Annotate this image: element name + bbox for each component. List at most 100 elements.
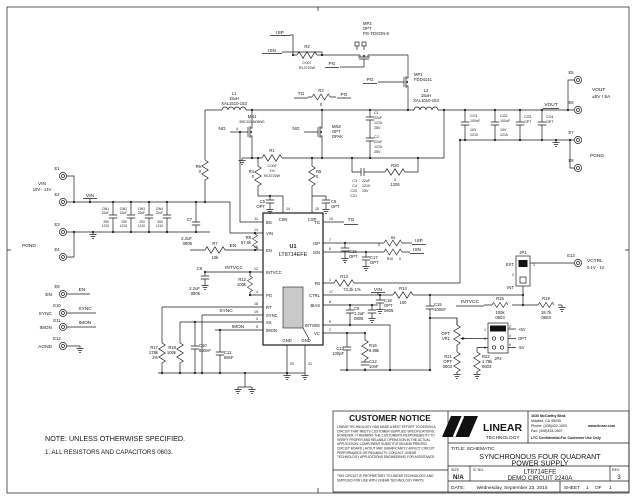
flag-vin-fb: VIN — [374, 287, 383, 293]
label-L2-part: XAL1010-153 — [413, 98, 439, 103]
label-MN1-part: BSC034N06NS — [240, 120, 266, 124]
u1-pin-rt: RT — [266, 305, 272, 310]
terminal-E3 — [59, 228, 67, 236]
u1-pin-ctrl: CTRL — [309, 293, 321, 298]
label-E13: E13 — [567, 253, 575, 258]
label-R2: R2 — [304, 44, 310, 49]
label-MN1: MN1 — [248, 114, 258, 119]
label-C3-v: 22uF — [362, 179, 371, 183]
flag-vin-rail: VIN — [86, 193, 95, 199]
flag-tg-left: TG — [298, 91, 305, 97]
sheet-of-number: 1 — [609, 485, 612, 491]
label-en-port: EN — [45, 292, 52, 298]
label-L1-value: 15uH — [229, 96, 239, 101]
terminal-E6 — [574, 106, 582, 114]
label-CIN1: CIN1 — [102, 207, 109, 211]
flag-isn-top: ISN — [268, 48, 277, 54]
u1-num-pg: 4 — [256, 290, 258, 294]
label-CIN3-vr: 25V — [139, 220, 146, 224]
u1-num-rt: 18 — [254, 302, 258, 306]
u1-num-intvee: 9 — [329, 320, 331, 324]
u1-pin-fb: FB — [315, 281, 321, 286]
notice-line: APPLICATION. COMPONENT SUBSTITUTION AND … — [337, 442, 428, 446]
u1-ref: U1 — [290, 244, 297, 250]
terminal-E13 — [574, 259, 582, 267]
label-C3-pkg: 1210 — [362, 184, 370, 188]
proprietary-line: SUPPLIED FOR USE WITH LINEAR TECHNOLOGY … — [337, 479, 425, 483]
label-C4: C4 — [352, 184, 357, 188]
flag-ng-mn2: NG — [292, 126, 299, 132]
flag-sync-e10: SYNC — [78, 306, 92, 312]
label-MN2: MN2 — [332, 124, 342, 129]
mosfet-MP2 — [353, 54, 375, 64]
resistor-R15 — [491, 302, 509, 308]
ground-icon — [89, 231, 97, 239]
u1-num-imon: 5 — [256, 325, 258, 329]
flag-pg-mp1: PG — [367, 77, 374, 83]
brand-technology: TECHNOLOGY — [486, 435, 520, 441]
u1-num-ss: 3 — [256, 317, 258, 321]
capacitor-C7 — [191, 221, 201, 226]
u1-num-csp: 15 — [315, 207, 319, 211]
u1-pin-bias: BIAS — [310, 303, 320, 308]
label-CO3: CO3 — [524, 115, 531, 119]
sheet-of-label: OF — [595, 485, 602, 491]
flag-vout: VOUT — [544, 102, 557, 108]
rev-label: REV. — [612, 468, 620, 472]
size-value: N/A — [453, 474, 464, 481]
ground-icon — [473, 371, 481, 379]
label-CIN4-pkg: 1210 — [156, 224, 163, 228]
label-R21: R21 — [444, 354, 452, 359]
terminal-E11 — [59, 323, 67, 331]
label-R22: R22 — [482, 354, 490, 359]
label-R12-v: 100k — [237, 282, 247, 287]
label-C15-v: 100nF — [434, 307, 446, 312]
u1-pin-isn: ISN — [313, 250, 320, 255]
label-E8: E8 — [568, 158, 574, 163]
label-C21: C21 — [350, 194, 357, 198]
inductor-L2 — [413, 106, 439, 111]
label-R16: R16 — [369, 343, 377, 348]
date-row: DATE: Wednesday, September 23, 2015 SHEE… — [451, 485, 612, 491]
label-vin-port: VIN — [38, 181, 47, 187]
label-R7-v: 10k — [212, 255, 220, 260]
label-R8: R8 — [246, 235, 252, 240]
label-R13: R13 — [340, 274, 348, 279]
u1-num-bg: 11 — [254, 217, 258, 221]
label-C8-pkg: 0805 — [191, 291, 201, 296]
capacitor-C18 — [375, 299, 385, 304]
capacitor-C10 — [190, 345, 200, 350]
icno-demo: DEMO CIRCUIT 2240A — [508, 475, 574, 482]
capacitor-CIN2 — [126, 214, 136, 219]
capacitor-C17 — [361, 256, 371, 261]
label-R10-v: 0 — [399, 257, 401, 261]
label-C2-vr: 25V — [374, 150, 381, 154]
label-R15: R15 — [496, 296, 504, 301]
label-E5: E5 — [568, 70, 574, 75]
u1-pin-pg: PG — [266, 293, 272, 298]
label-C1-vr: 25V — [374, 126, 381, 130]
label-C16-opt: OPT — [349, 254, 358, 259]
jumper-jp1: JP1 EXT INT 1 2 — [506, 250, 535, 290]
u1-num-sync: 19 — [254, 310, 258, 314]
u1-pin-vin: VIN — [266, 231, 273, 236]
capacitor-C1 — [365, 116, 375, 121]
mosfet-MN2 — [313, 121, 323, 143]
label-R17-v: 178k — [149, 350, 159, 355]
label-R2-pkg: RL3720W — [299, 66, 316, 70]
linear-logo: LINEAR TECHNOLOGY — [442, 415, 523, 441]
label-CIN3-v: 22uF — [138, 211, 145, 215]
label-C6-opt: OPT — [331, 204, 340, 209]
note-title: NOTE: UNLESS OTHERWISE SPECIFIED. — [45, 434, 185, 443]
label-JP2: JP2 — [494, 356, 502, 361]
label-jp2-pin5: 5 — [484, 346, 486, 350]
u1-pin-intvcc: INTVCC — [266, 270, 282, 275]
label-CIN3: CIN3 — [138, 207, 145, 211]
label-C11-v: 68nF — [224, 355, 234, 360]
flag-tg-pin: TG — [348, 217, 355, 223]
notice-line: LINEAR TECHNOLOGY HAS MADE A BEST EFFORT… — [337, 425, 436, 429]
label-R10: R10 — [387, 257, 394, 261]
label-E12: E12 — [53, 336, 61, 341]
u1-pin-csp: CSP — [308, 217, 317, 222]
